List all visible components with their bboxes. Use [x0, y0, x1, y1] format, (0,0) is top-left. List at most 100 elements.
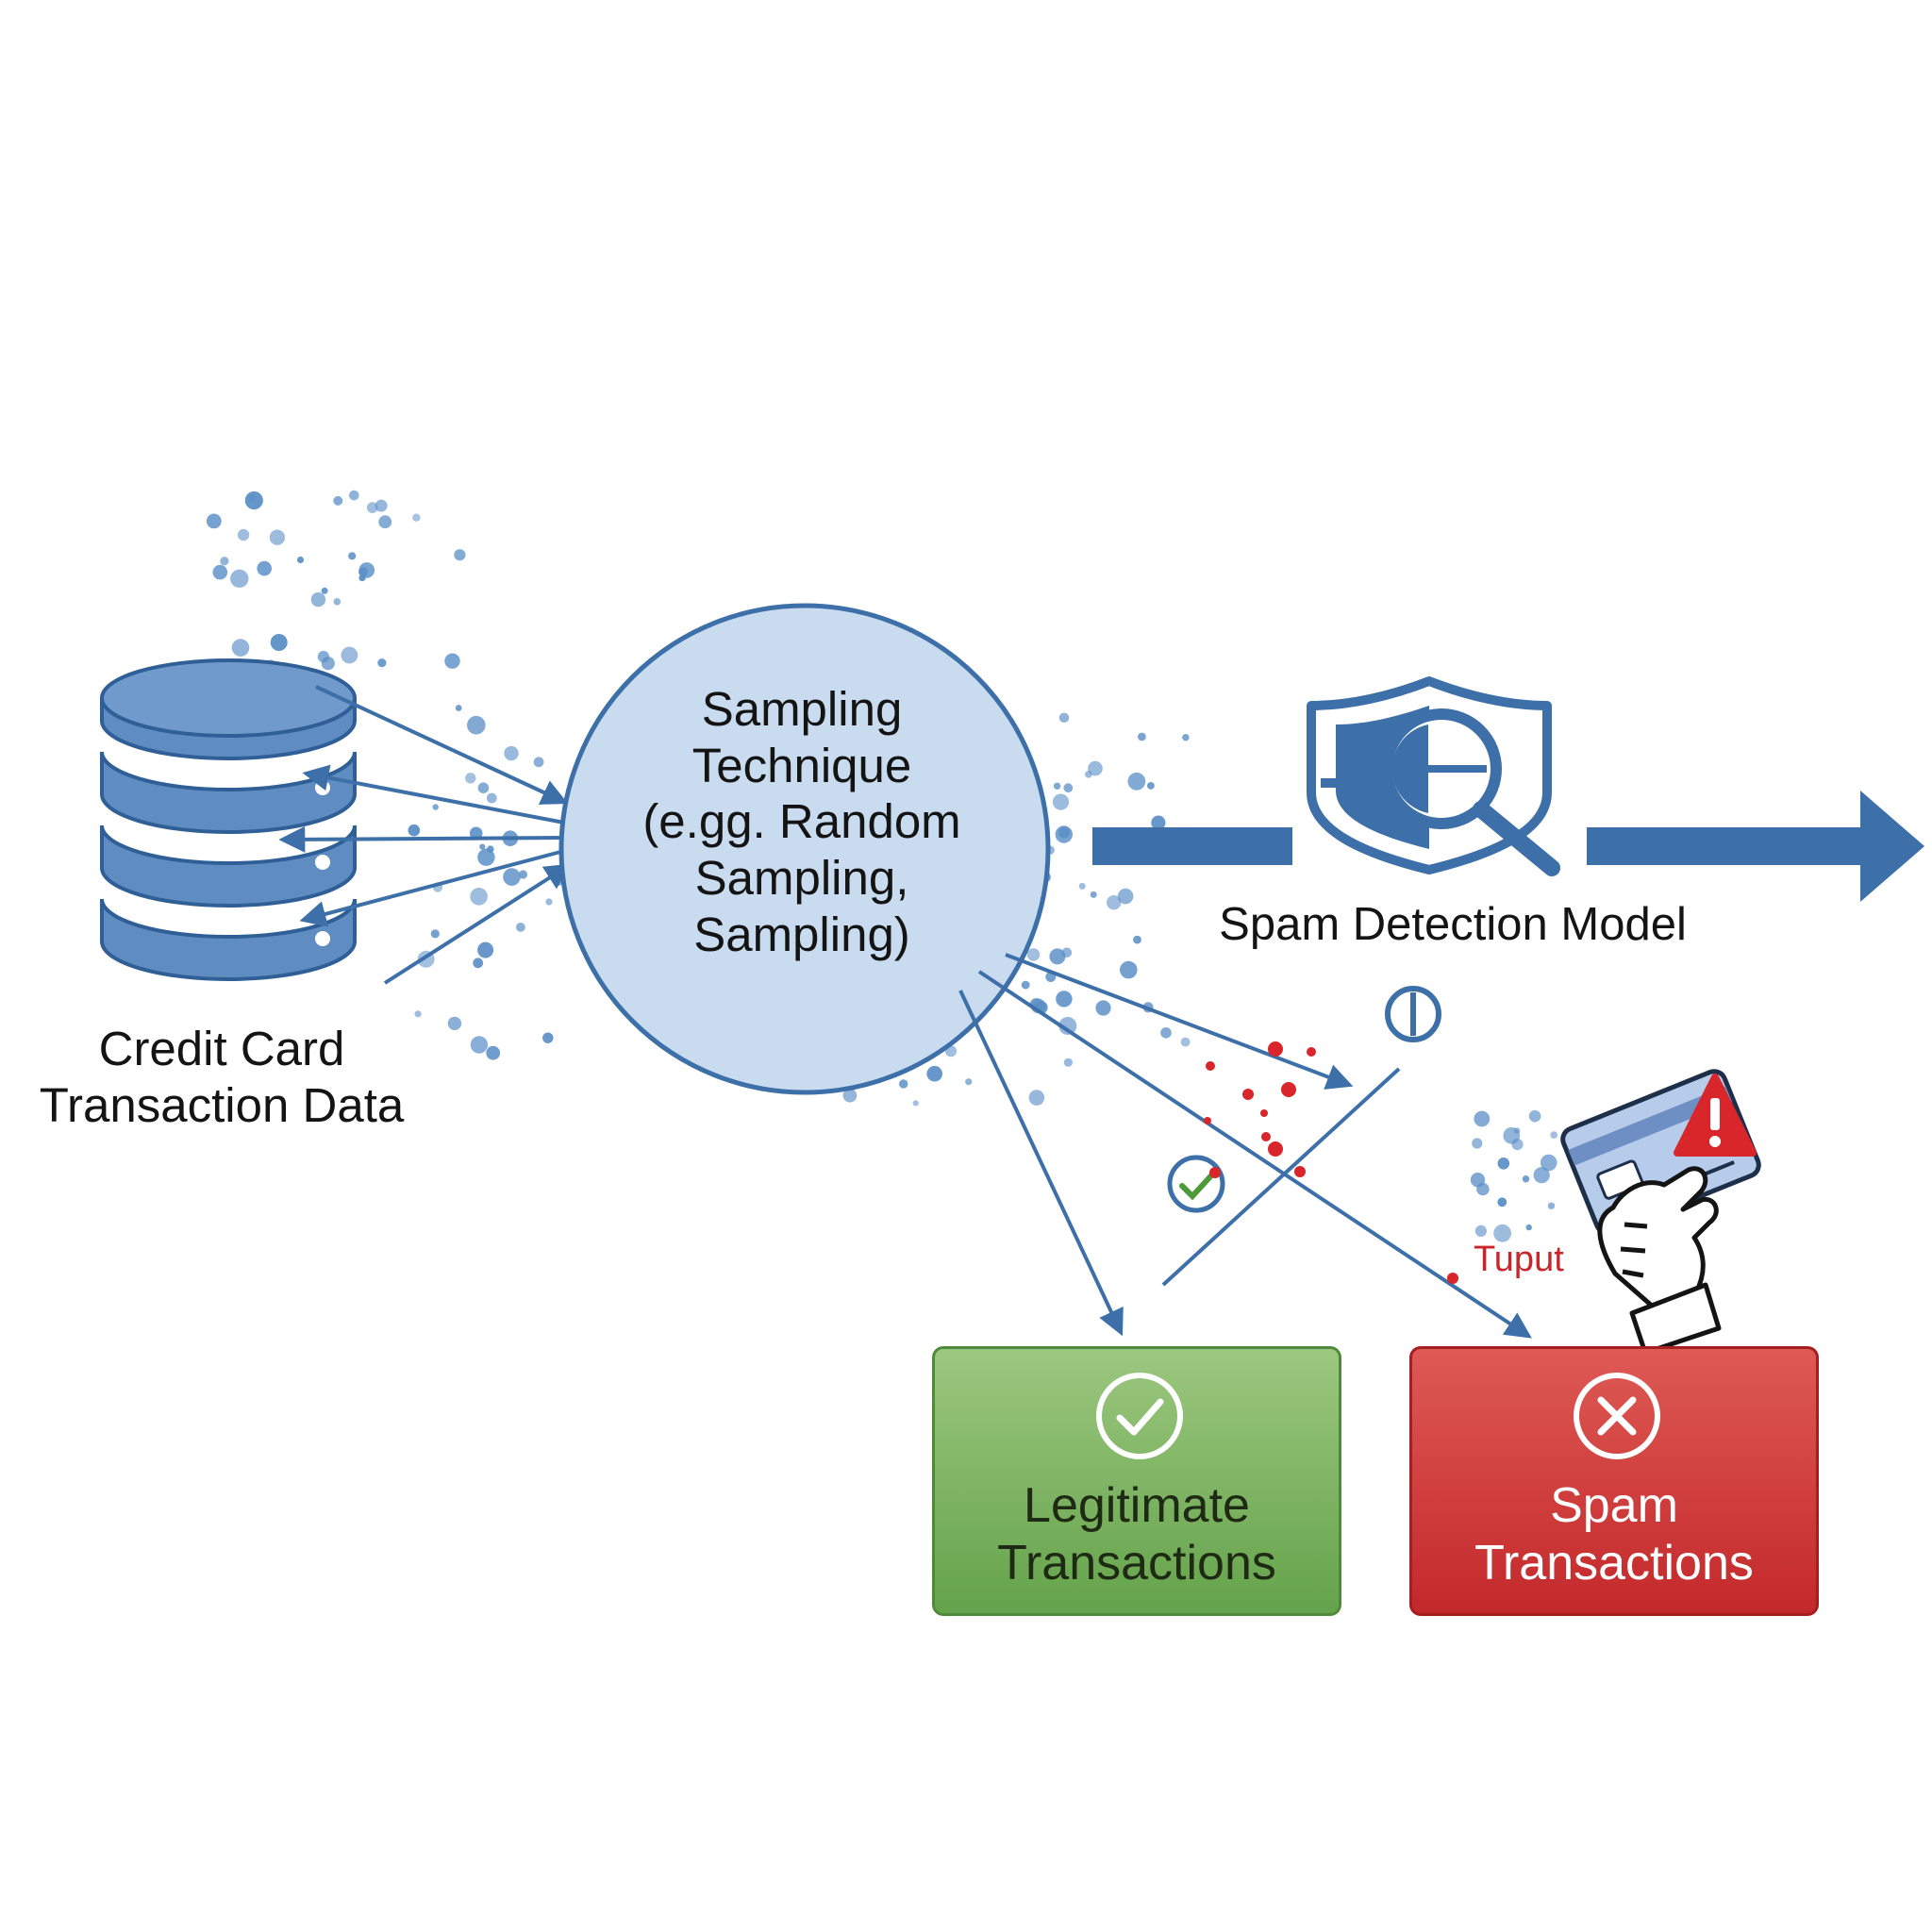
particle	[1088, 760, 1103, 776]
particle	[1533, 1167, 1550, 1184]
particle	[1061, 947, 1073, 958]
particle	[1028, 1090, 1045, 1106]
check-circle-icon	[1096, 1373, 1183, 1459]
particle	[479, 843, 486, 850]
particle	[1180, 1037, 1191, 1047]
classification-arrows	[958, 953, 1532, 1339]
particle	[447, 1016, 462, 1031]
particle	[926, 1065, 942, 1082]
particle	[1160, 1027, 1172, 1039]
particle	[503, 868, 521, 886]
particle	[467, 715, 486, 735]
particle	[542, 1032, 554, 1043]
particle	[1540, 1154, 1557, 1172]
particle	[477, 782, 490, 793]
particle	[1021, 980, 1030, 990]
particle	[1472, 1138, 1483, 1149]
particle	[465, 773, 476, 784]
particle	[1470, 1173, 1486, 1188]
particle	[321, 587, 328, 594]
particle	[348, 552, 357, 560]
spam-transactions-label: Spam Transactions	[1474, 1478, 1754, 1591]
particle	[545, 898, 553, 906]
particle	[220, 557, 229, 566]
particle	[377, 658, 387, 668]
particle	[212, 564, 228, 580]
particle	[1120, 960, 1138, 979]
particle	[333, 495, 343, 506]
particle	[477, 941, 494, 958]
magnifier-icon	[1381, 708, 1560, 876]
particle	[1474, 1110, 1491, 1127]
particle	[1151, 815, 1166, 830]
particle	[470, 888, 488, 906]
particle	[270, 634, 288, 651]
particle	[230, 569, 249, 588]
database-label: Credit Card Transaction Data	[39, 1022, 405, 1133]
particle	[1053, 782, 1061, 790]
legitimate-transactions-label: Legitimate Transactions	[997, 1478, 1276, 1591]
particle	[432, 804, 439, 810]
particle	[358, 562, 375, 578]
particle	[341, 646, 358, 664]
particle	[1063, 783, 1074, 793]
particle	[237, 528, 250, 541]
particle	[965, 1078, 973, 1086]
particle	[414, 1010, 422, 1018]
database-icon	[100, 658, 357, 981]
legitimate-transactions-box: Legitimate Transactions	[932, 1346, 1341, 1616]
particle	[1525, 1224, 1532, 1231]
spam-particles	[1204, 1041, 1458, 1284]
particle	[358, 575, 366, 582]
particle	[455, 705, 462, 711]
particle	[1085, 771, 1092, 778]
particle	[477, 848, 495, 866]
particle	[412, 513, 421, 522]
particle	[430, 929, 440, 939]
particle	[1547, 1202, 1556, 1210]
particle	[366, 502, 378, 513]
particle	[1182, 734, 1190, 741]
particle	[470, 1036, 489, 1054]
spam-detection-model-label: Spam Detection Model	[1219, 899, 1687, 950]
particle	[310, 591, 326, 608]
particle	[1474, 1224, 1487, 1237]
particle	[269, 529, 286, 545]
particle	[1058, 712, 1070, 723]
particle	[516, 923, 525, 932]
particle	[321, 657, 335, 671]
particle	[1497, 1197, 1507, 1208]
db-sampling-arrows	[278, 685, 572, 985]
particle	[1063, 1058, 1073, 1067]
particle	[1497, 1158, 1510, 1170]
sampling-circle	[558, 603, 1051, 1095]
particle	[1049, 948, 1066, 965]
particle	[444, 653, 460, 669]
particle	[378, 515, 392, 529]
x-circle-icon	[1574, 1373, 1660, 1459]
particle	[296, 556, 305, 564]
particle	[1078, 882, 1086, 890]
particle	[248, 494, 256, 502]
particle	[1095, 1000, 1111, 1016]
particle	[1522, 1175, 1530, 1183]
particle	[1493, 1224, 1511, 1242]
particle	[257, 560, 273, 576]
particle	[1147, 782, 1155, 790]
particle	[912, 1100, 919, 1107]
particle	[1513, 1127, 1521, 1134]
particle	[375, 499, 388, 512]
particle	[206, 513, 222, 529]
particle	[1127, 772, 1146, 791]
particle	[842, 1088, 858, 1103]
particle	[231, 639, 250, 657]
hand-icon	[1597, 1166, 1722, 1356]
annotation-label: Tuput	[1474, 1240, 1564, 1279]
particle	[504, 745, 519, 761]
particle	[349, 490, 359, 501]
warning-icon	[1674, 1074, 1757, 1157]
particle	[1528, 1109, 1541, 1123]
particle	[1138, 732, 1146, 741]
